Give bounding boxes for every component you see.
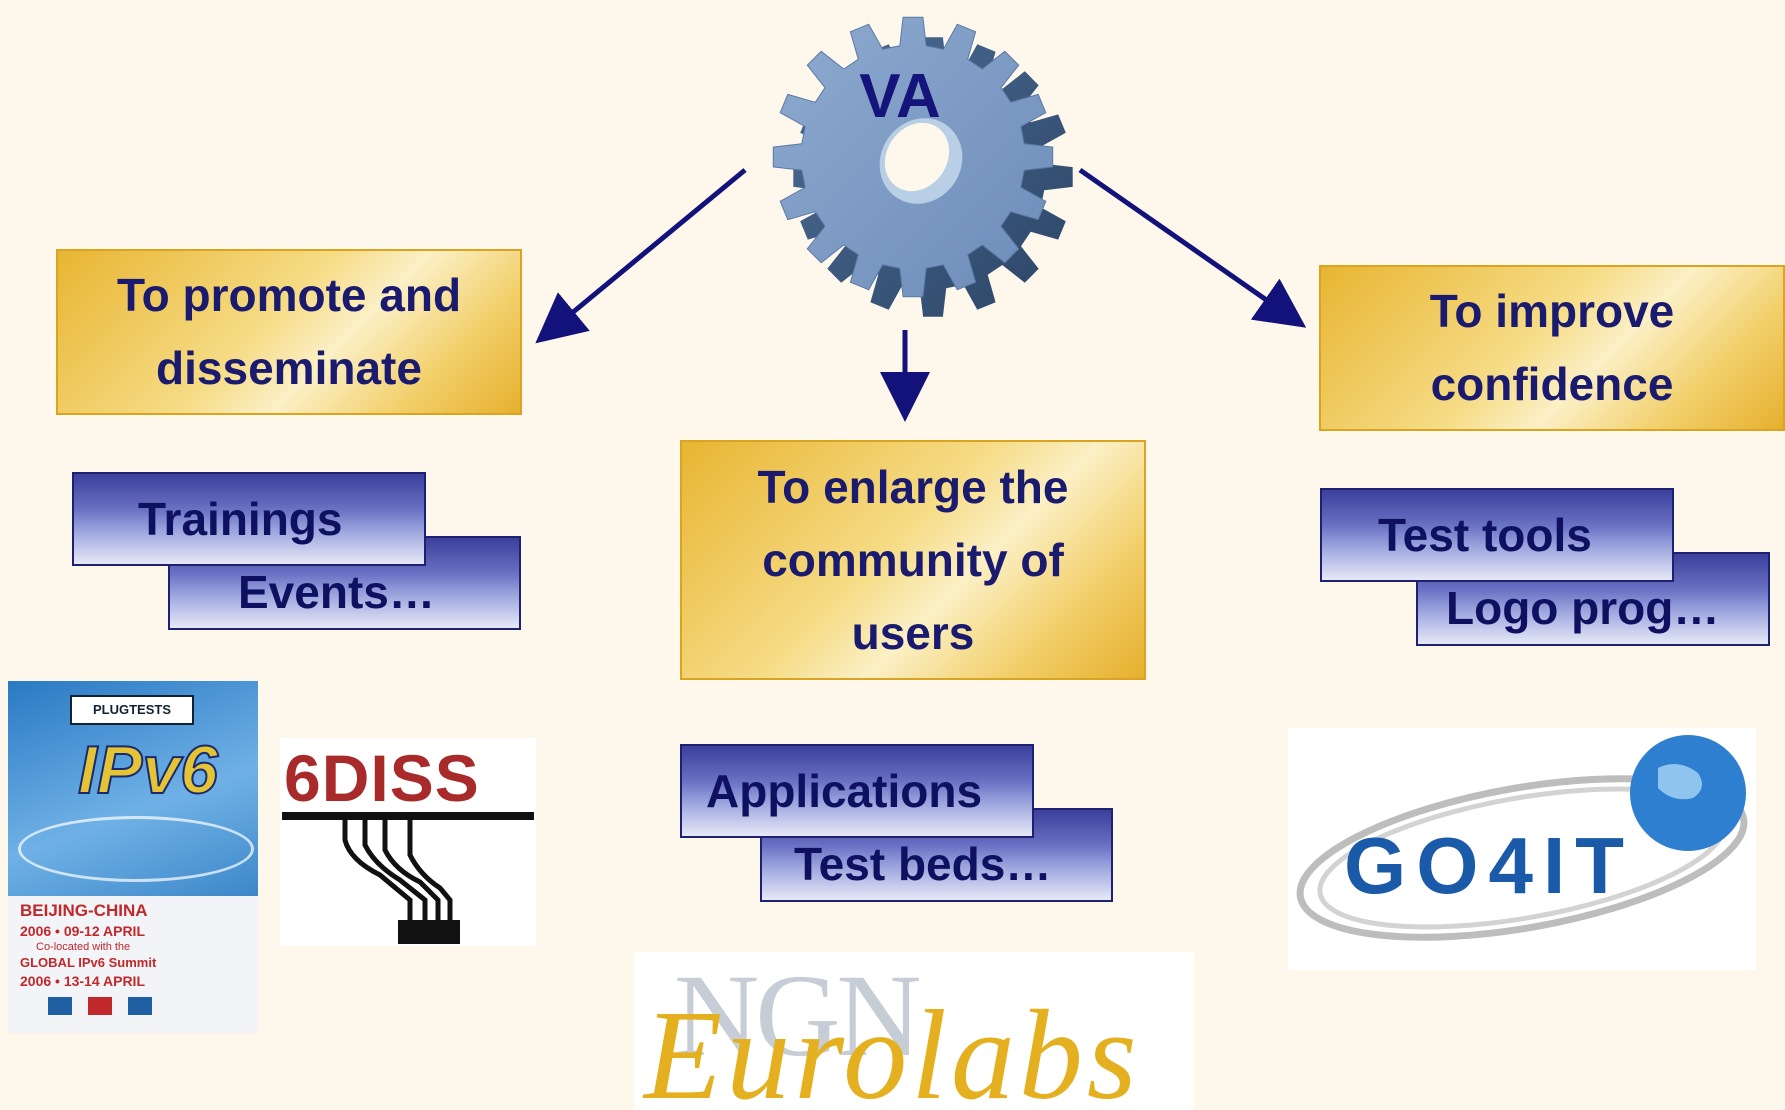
action-test-beds-text: Test beds… <box>794 838 1052 890</box>
hand-icon <box>342 820 460 944</box>
action-logo-prog-text: Logo prog… <box>1446 582 1720 634</box>
poster-sponsor-logo <box>48 997 72 1015</box>
action-test-tools-text: Test tools <box>1378 509 1592 561</box>
go4it-logo-text: GO4IT <box>1344 821 1635 910</box>
poster-swirl <box>18 816 254 882</box>
6diss-bar <box>282 812 534 820</box>
go4it-graphic <box>1296 735 1748 941</box>
poster-dates2: 2006 • 13-14 APRIL <box>20 973 146 989</box>
go4it-logo: GO4IT <box>1288 728 1756 970</box>
action-applications: Applications <box>680 744 1034 838</box>
action-test-tools: Test tools <box>1320 488 1674 582</box>
poster-dates1: 2006 • 09-12 APRIL <box>20 923 146 939</box>
goal-promote-text: To promote and disseminate <box>116 269 462 394</box>
poster-header: PLUGTESTS <box>70 695 194 725</box>
poster-title: IPv6 <box>77 731 219 809</box>
action-trainings: Trainings <box>72 472 426 566</box>
goal-improve-text: To improve confidence <box>1429 285 1675 410</box>
ngn-logo-text: NGN <box>674 952 922 1081</box>
eurolabs-logo-text: Eurolabs <box>644 984 1141 1110</box>
gear-icon: VA <box>772 16 1073 317</box>
gear-label: VA <box>859 62 941 131</box>
goal-enlarge: To enlarge the community of users <box>680 440 1146 680</box>
action-events-text: Events… <box>238 566 435 618</box>
ipv6-plugtests-poster: PLUGTESTS IPv6 BEIJING-CHINA 2006 • 09-1… <box>8 681 258 1033</box>
poster-location: BEIJING-CHINA <box>20 901 148 920</box>
action-trainings-text: Trainings <box>138 493 343 545</box>
goal-enlarge-text: To enlarge the community of users <box>757 460 1069 659</box>
poster-sponsor-logo <box>128 997 152 1015</box>
goal-promote: To promote and disseminate <box>56 249 522 415</box>
poster-sponsor-logo <box>88 997 112 1015</box>
action-applications-text: Applications <box>706 765 983 817</box>
6diss-logo: 6DISS <box>280 738 536 946</box>
arrow-to-improve <box>1078 167 1307 328</box>
arrow-to-promote <box>535 168 747 344</box>
ngn-eurolabs-logo: NGN Eurolabs <box>634 952 1194 1110</box>
6diss-logo-text: 6DISS <box>284 741 480 815</box>
poster-summit: GLOBAL IPv6 Summit <box>20 955 157 970</box>
poster-colocated: Co-located with the <box>36 941 131 953</box>
goal-improve: To improve confidence <box>1319 265 1785 431</box>
